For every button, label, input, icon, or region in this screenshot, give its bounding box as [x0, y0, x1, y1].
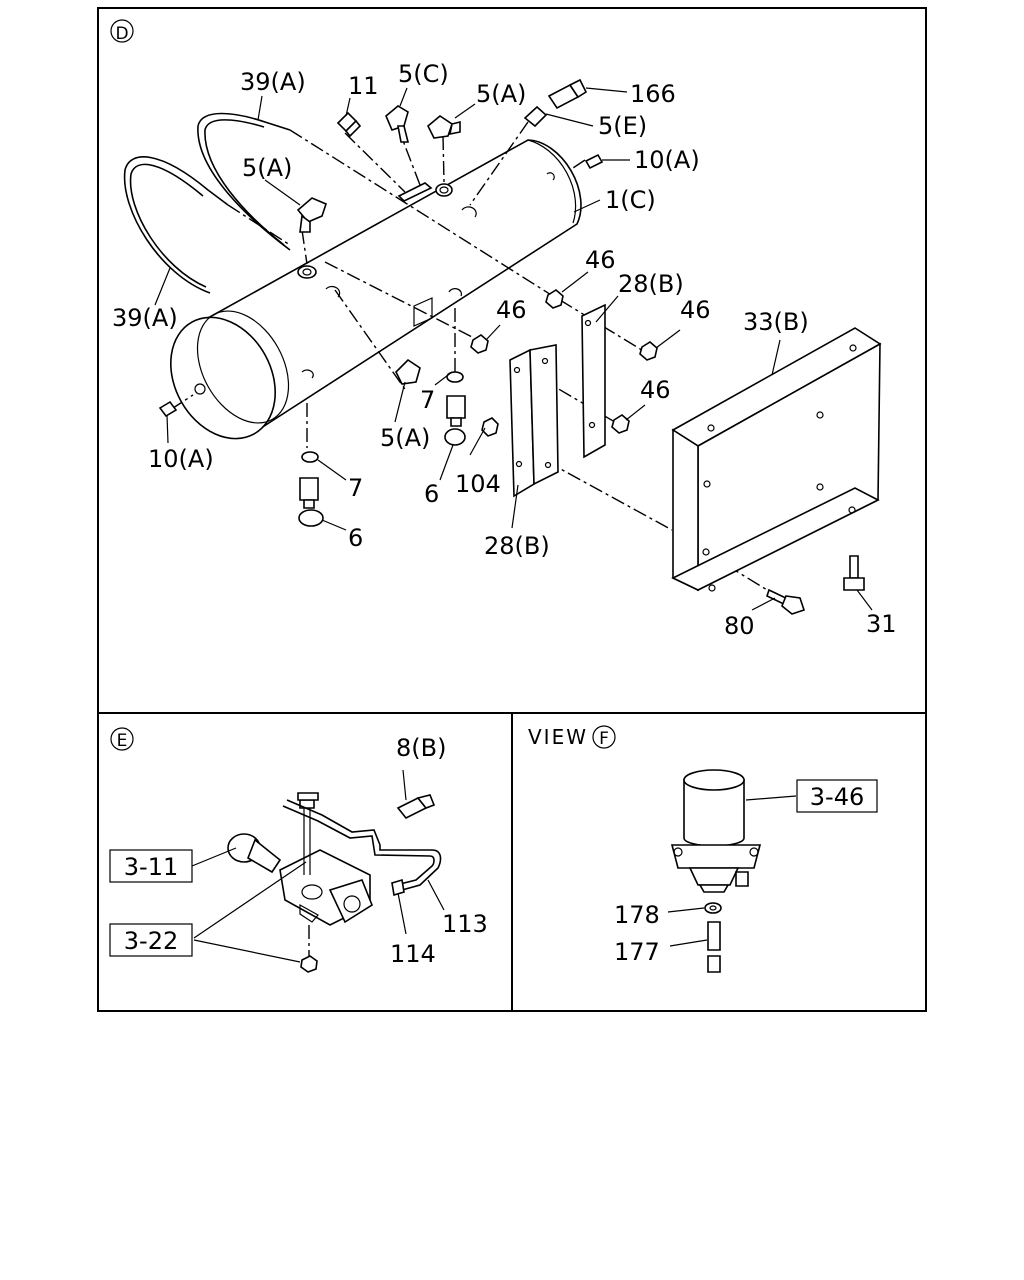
label-6-bottom: 6 — [348, 524, 363, 552]
label-10a-right: 10(A) — [634, 146, 700, 174]
label-5a-top: 5(A) — [476, 80, 526, 108]
svg-text:VIEW: VIEW — [528, 725, 588, 749]
fitting-5a-bottom — [395, 358, 421, 385]
label-46-c: 46 — [680, 296, 711, 324]
clip-114 — [391, 878, 405, 897]
ref-box-3-22 — [109, 923, 193, 957]
label-10a-left: 10(A) — [148, 445, 214, 473]
svg-text:E: E — [117, 731, 128, 751]
leaders-e — [191, 769, 445, 963]
label-113: 113 — [442, 910, 488, 938]
part-178 — [704, 902, 722, 914]
ref-3-46: 3-46 — [810, 783, 864, 811]
ref-box-3-46 — [796, 779, 878, 813]
pipe-39a-top — [197, 112, 291, 251]
ref-box-3-11 — [109, 849, 193, 883]
label-104: 104 — [455, 470, 501, 498]
label-28b-top: 28(B) — [618, 270, 684, 298]
drain-valve-mid — [444, 371, 466, 446]
label-11: 11 — [348, 72, 379, 100]
ref-3-22: 3-22 — [124, 927, 178, 955]
plug-10a-right — [584, 153, 604, 170]
bolt-80 — [766, 588, 806, 615]
fitting-5a-left — [296, 197, 327, 233]
labels-d: 39(A) 11 5(C) 5(A) 166 5(E) 10(A) 5(A) 1… — [112, 60, 897, 640]
bracket-28b — [509, 303, 606, 498]
part-177 — [707, 921, 721, 973]
leaders-d — [154, 87, 873, 611]
label-46-d: 46 — [640, 376, 671, 404]
svg-text:F: F — [599, 729, 609, 749]
assembly-lines — [169, 121, 778, 597]
label-5a-left: 5(A) — [242, 154, 292, 182]
fitting-166 — [547, 78, 588, 110]
label-33b: 33(B) — [743, 308, 809, 336]
label-46-a: 46 — [585, 246, 616, 274]
label-31: 31 — [866, 610, 897, 638]
label-166: 166 — [630, 80, 676, 108]
compressor-assembly — [227, 833, 373, 926]
label-5e: 5(E) — [598, 112, 647, 140]
label-1c: 1(C) — [605, 186, 656, 214]
long-bolt-e — [297, 792, 319, 875]
fitting-5a-top — [427, 115, 461, 139]
nut-e — [300, 925, 318, 973]
label-6-mid: 6 — [424, 480, 439, 508]
tank-fittings — [297, 182, 477, 298]
label-28b-bottom: 28(B) — [484, 532, 550, 560]
fitting-11 — [336, 111, 362, 138]
panel-e-marker: E — [110, 727, 134, 751]
label-7-bottom: 7 — [348, 474, 363, 502]
nut-46 — [470, 289, 658, 437]
label-8b: 8(B) — [396, 734, 446, 762]
fitting-5e — [523, 105, 548, 128]
label-178: 178 — [614, 901, 660, 929]
fitting-5c — [385, 105, 410, 143]
drain-valve-bottom — [298, 451, 324, 527]
label-5c: 5(C) — [398, 60, 449, 88]
label-80: 80 — [724, 612, 755, 640]
labels-e: 8(B) 3-11 3-22 113 114 — [109, 734, 488, 968]
air-tank — [169, 139, 582, 440]
bolt-31 — [843, 555, 865, 591]
labels-f: 3-46 178 177 — [614, 779, 878, 966]
svg-text:D: D — [115, 24, 128, 44]
label-5a-bottom: 5(A) — [380, 424, 430, 452]
label-7-mid: 7 — [420, 386, 435, 414]
label-177: 177 — [614, 938, 660, 966]
plate-33b — [671, 327, 882, 592]
leaders-f — [667, 795, 797, 947]
label-39a-top: 39(A) — [240, 68, 306, 96]
label-114: 114 — [390, 940, 436, 968]
plug-10a-left — [158, 400, 178, 418]
label-46-b: 46 — [496, 296, 527, 324]
air-dryer — [670, 769, 762, 893]
connector-8b — [396, 794, 436, 820]
label-39a-left: 39(A) — [112, 304, 178, 332]
panel-f-title: VIEW F — [528, 725, 616, 749]
panel-d-marker: D — [110, 19, 134, 44]
pipe-39a-left — [123, 156, 229, 294]
pipe-113 — [282, 799, 442, 891]
ref-3-11: 3-11 — [124, 853, 178, 881]
